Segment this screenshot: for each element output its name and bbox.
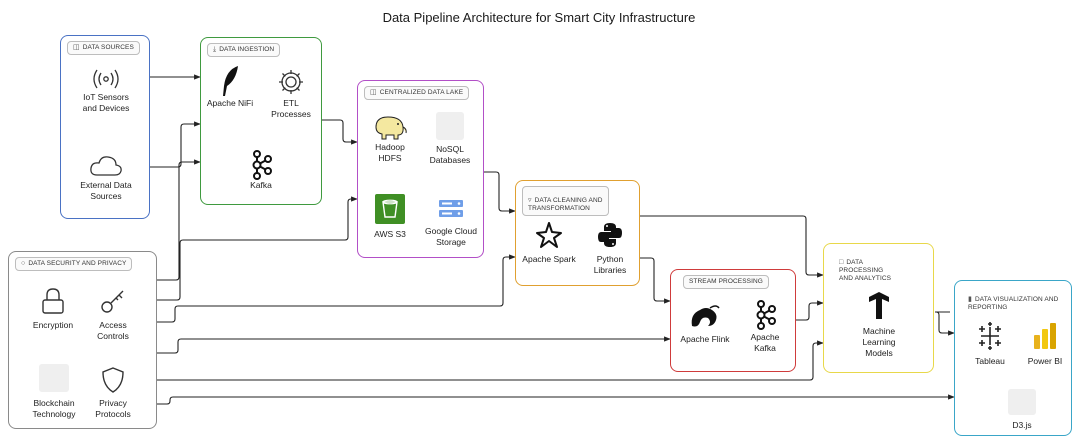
tensorflow-icon	[864, 290, 894, 322]
node-apache-kafka-stream: Apache Kafka	[740, 300, 790, 354]
node-aws-s3: AWS S3	[362, 194, 418, 240]
group-header: ⤓DATA INGESTION	[207, 43, 281, 57]
broadcast-icon	[90, 66, 122, 92]
power-bi-icon	[1030, 320, 1060, 352]
node-external-sources: External Data Sources	[66, 152, 146, 202]
node-nosql-databases: NoSQL Databases	[422, 112, 478, 166]
document-icon: □	[839, 259, 844, 266]
shield-icon	[98, 364, 128, 396]
wire-cleaning-to-stream	[640, 257, 671, 304]
group-header: ◫CENTRALIZED DATA LAKE	[364, 86, 470, 100]
spark-star-icon	[534, 220, 564, 250]
wire-ingestion-to-lake	[322, 119, 358, 145]
hadoop-elephant-icon	[372, 112, 408, 142]
database-icon: ◫	[370, 89, 377, 96]
group-header: ◫DATA SOURCES	[67, 41, 140, 55]
wire-security-to-stream	[157, 336, 671, 354]
node-iot-sensors: IoT Sensors and Devices	[66, 66, 146, 114]
node-blockchain: Blockchain Technology	[22, 364, 86, 420]
node-encryption: Encryption	[24, 286, 82, 331]
kafka-icon	[752, 300, 778, 330]
database-icon: ◫	[73, 44, 80, 51]
node-kafka: Kafka	[236, 150, 286, 191]
group-header: □DATA PROCESSING AND ANALYTICS	[839, 259, 892, 282]
wire-stream-to-analytics	[796, 300, 824, 321]
bar-chart-icon: ▮	[968, 296, 972, 303]
wire-cleaning-to-analytics	[640, 215, 824, 278]
group-header: ○DATA SECURITY AND PRIVACY	[15, 257, 133, 271]
blockchain-placeholder-icon	[39, 364, 69, 392]
gear-icon	[275, 66, 307, 98]
group-data-ingestion: ⤓DATA INGESTION	[200, 37, 322, 205]
wire-analytics-to-viz	[935, 311, 955, 336]
wire-security-to-viz	[157, 394, 955, 405]
node-google-cloud-storage: Google Cloud Storage	[420, 196, 482, 248]
node-access-controls: Access Controls	[88, 286, 138, 342]
wire-security-to-ingestion	[157, 159, 201, 281]
node-python-libraries: Python Libraries	[582, 220, 638, 276]
diagram-title: Data Pipeline Architecture for Smart Cit…	[382, 10, 696, 25]
download-icon: ⤓	[213, 46, 217, 53]
wire-lake-to-cleaning	[484, 171, 516, 214]
node-tableau: Tableau	[966, 320, 1014, 367]
aws-s3-bucket-icon	[375, 194, 405, 224]
cloud-icon	[88, 152, 124, 180]
tableau-icon	[974, 320, 1006, 352]
python-icon	[595, 220, 625, 250]
node-hadoop-hdfs: Hadoop HDFS	[364, 112, 416, 164]
lock-icon: ○	[21, 260, 26, 267]
wire-security-to-cleaning	[157, 254, 516, 323]
wire-security-to-analytics	[157, 340, 824, 381]
key-icon	[98, 286, 128, 316]
group-header: ▮DATA VISUALIZATION AND REPORTING	[968, 296, 1059, 311]
node-d3js: D3.js	[1000, 389, 1044, 431]
feather-icon	[215, 64, 245, 98]
padlock-icon	[38, 286, 68, 316]
node-power-bi: Power BI	[1022, 320, 1068, 367]
kafka-icon	[248, 150, 274, 180]
node-privacy-protocols: Privacy Protocols	[86, 364, 140, 420]
d3-placeholder-icon	[1008, 389, 1036, 415]
wire-security-to-lake	[157, 196, 358, 301]
gcs-storage-icon	[436, 196, 466, 222]
group-header: ▿DATA CLEANING AND TRANSFORMATION	[522, 186, 609, 216]
filter-icon: ▿	[528, 197, 532, 204]
flink-squirrel-icon	[688, 302, 722, 332]
group-data-sources: ◫DATA SOURCES	[60, 35, 150, 219]
group-header: STREAM PROCESSING	[683, 275, 769, 289]
group-data-lake: ◫CENTRALIZED DATA LAKE	[357, 80, 484, 258]
node-machine-learning: Machine Learning Models	[843, 290, 915, 359]
node-apache-spark: Apache Spark	[518, 220, 580, 265]
group-data-security: ○DATA SECURITY AND PRIVACY	[8, 251, 157, 429]
node-apache-flink: Apache Flink	[674, 302, 736, 345]
node-apache-nifi: Apache NiFi	[204, 64, 256, 109]
nosql-placeholder-icon	[436, 112, 464, 140]
node-etl-processes: ETL Processes	[262, 66, 320, 120]
